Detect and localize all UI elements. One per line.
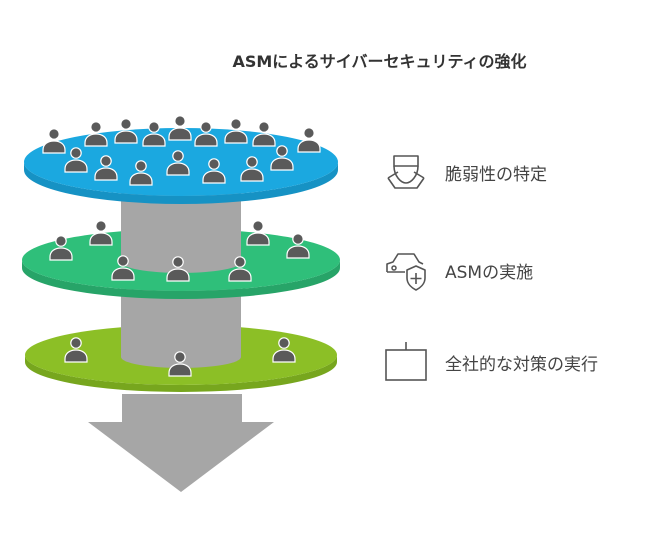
person-icon bbox=[111, 255, 135, 281]
vehicle-shield-icon bbox=[386, 253, 426, 291]
legend-label-company-measures: 全社的な対策の実行 bbox=[445, 355, 598, 375]
person-icon bbox=[84, 121, 108, 147]
person-icon bbox=[252, 121, 276, 147]
person-icon bbox=[228, 256, 252, 282]
person-icon bbox=[129, 160, 153, 186]
person-icon bbox=[168, 351, 192, 377]
cap-badge-icon bbox=[387, 155, 425, 189]
down-arrow bbox=[88, 394, 274, 492]
person-icon bbox=[202, 158, 226, 184]
person-icon bbox=[224, 118, 248, 144]
person-icon bbox=[114, 118, 138, 144]
person-icon bbox=[272, 337, 296, 363]
person-icon bbox=[286, 233, 310, 259]
diagram-title: ASMによるサイバーセキュリティの強化 bbox=[232, 52, 527, 71]
legend-label-asm: ASMの実施 bbox=[445, 263, 534, 283]
person-icon bbox=[194, 121, 218, 147]
person-icon bbox=[49, 235, 73, 261]
person-icon bbox=[166, 256, 190, 282]
person-icon bbox=[42, 128, 66, 154]
person-icon bbox=[168, 115, 192, 141]
person-icon bbox=[142, 121, 166, 147]
people-group bbox=[42, 115, 321, 377]
person-icon bbox=[94, 155, 118, 181]
person-icon bbox=[89, 220, 113, 246]
person-icon bbox=[64, 147, 88, 173]
person-icon bbox=[270, 145, 294, 171]
board-icon bbox=[385, 342, 427, 381]
legend-label-vulnerability: 脆弱性の特定 bbox=[445, 165, 547, 185]
person-icon bbox=[166, 150, 190, 176]
person-icon bbox=[297, 127, 321, 153]
person-icon bbox=[246, 220, 270, 246]
person-icon bbox=[64, 337, 88, 363]
person-icon bbox=[240, 156, 264, 182]
